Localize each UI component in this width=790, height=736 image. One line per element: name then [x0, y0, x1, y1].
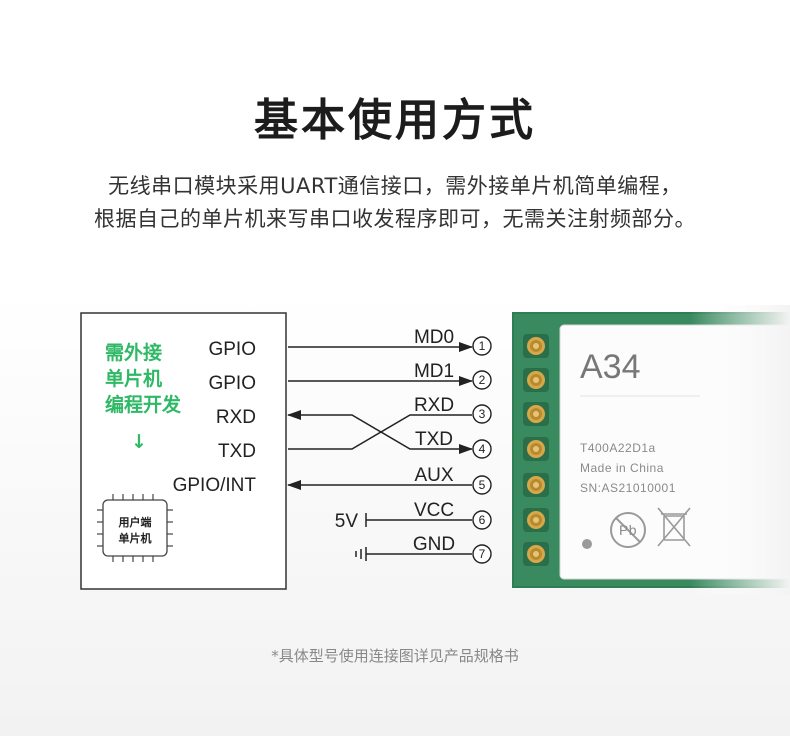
pin-number-text-4: 4: [479, 442, 486, 456]
signal-label-md1: MD1: [414, 361, 454, 382]
signal-label-aux: AUX: [414, 465, 453, 486]
pin-number-6: [472, 510, 492, 530]
module-part-number: T400A22D1a: [580, 441, 656, 455]
pin-number-text-3: 3: [479, 407, 486, 421]
chip-label-line-1: 用户端: [119, 515, 152, 529]
mcu-pin-gpio-2: GPIO: [208, 373, 256, 394]
module-made-in: Made in China: [580, 461, 664, 475]
mcu-pin-gpio-1: GPIO: [208, 339, 256, 360]
pin-number-5: [472, 475, 492, 495]
weee-bin-icon: [657, 507, 691, 547]
signal-label-md0: MD0: [414, 327, 454, 348]
rf-module: A34 T400A22D1a Made in China SN:AS210100…: [512, 305, 790, 595]
footnote: *具体型号使用连接图详见产品规格书: [271, 647, 519, 665]
orientation-dot-icon: [582, 539, 592, 549]
signal-label-gnd: GND: [413, 534, 455, 555]
mcu-note-line-1: 需外接: [105, 341, 162, 364]
mcu-pin-txd: TXD: [218, 441, 256, 462]
subtitle-line-2: 根据自己的单片机来写串口收发程序即可，无需关注射频部分。: [94, 207, 696, 231]
vcc-source-label: 5V: [335, 511, 359, 532]
subtitle-line-1: 无线串口模块采用UART通信接口，需外接单片机简单编程，: [108, 174, 682, 198]
pin-number-text-2: 2: [479, 373, 486, 387]
mcu-note-line-2: 单片机: [105, 367, 162, 390]
down-arrow-icon: ↓: [131, 431, 147, 453]
mcu-pin-gpio-int: GPIO/INT: [173, 475, 257, 496]
wire-txd: [334, 414, 473, 454]
pin-number-2: [472, 370, 492, 390]
pin-number-1: [472, 336, 492, 356]
chip-icon: [97, 494, 173, 562]
page-title: 基本使用方式: [254, 95, 536, 146]
module-pads: [523, 334, 549, 566]
mcu-pin-rxd: RXD: [216, 407, 256, 428]
pb-free-text: Pb: [619, 522, 637, 538]
signal-label-rxd: RXD: [414, 395, 454, 416]
module-serial: SN:AS21010001: [580, 481, 676, 495]
pin-number-3: [472, 404, 492, 424]
pin-number-7: [472, 544, 492, 564]
pin-number-4: [472, 439, 492, 459]
pb-free-icon: [610, 512, 646, 548]
module-model: A34: [580, 348, 641, 386]
pin-number-text-6: 6: [479, 513, 486, 527]
pin-number-text-5: 5: [479, 478, 486, 492]
pin-number-text-7: 7: [479, 547, 486, 561]
pin-number-text-1: 1: [479, 339, 486, 353]
mcu-note-line-3: 编程开发: [105, 393, 182, 416]
chip-label-line-2: 单片机: [119, 531, 152, 545]
signal-label-txd: TXD: [415, 429, 453, 450]
signal-label-vcc: VCC: [414, 500, 454, 521]
